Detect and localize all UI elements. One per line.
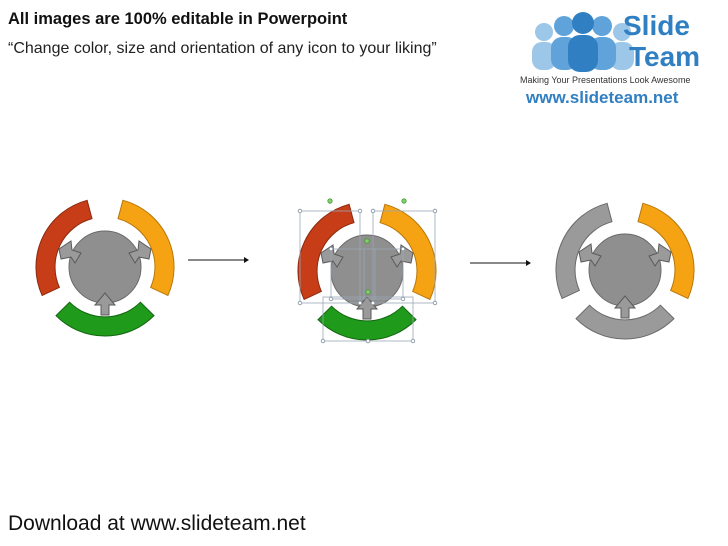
arrow-icon xyxy=(613,295,637,319)
arrow-icon xyxy=(390,244,414,268)
arrow-icon xyxy=(320,244,344,268)
cycle-center-hub xyxy=(588,233,662,307)
arrow-right-icon xyxy=(188,257,249,263)
download-footer[interactable]: Download at www.slideteam.net xyxy=(8,512,306,535)
cycle-segment-orange[interactable] xyxy=(637,202,695,300)
logo-url[interactable]: www.slideteam.net xyxy=(526,88,679,107)
arrow-icon xyxy=(355,296,379,320)
cycle-segment-orange[interactable] xyxy=(117,199,175,297)
arrow-icon xyxy=(578,243,602,267)
cycle-segment-gray-bottom[interactable] xyxy=(575,304,675,340)
headline: All images are 100% editable in Powerpoi… xyxy=(8,10,348,28)
logo-brand-team: Team xyxy=(629,41,701,72)
cycle-center-hub xyxy=(68,230,142,304)
selection-handle-points[interactable] xyxy=(297,208,438,344)
cycle-segment-green[interactable] xyxy=(317,305,417,341)
arrow-icon xyxy=(58,240,82,264)
cycle-segment-red[interactable] xyxy=(297,203,355,301)
arrow-right-icon xyxy=(470,260,531,266)
logo-brand-slide: Slide xyxy=(623,10,690,41)
cycle-center-hub xyxy=(330,234,404,308)
arrow-icon xyxy=(648,243,672,267)
cycle-segment-green[interactable] xyxy=(55,301,155,337)
cycle-diagram-recolored[interactable] xyxy=(550,195,700,345)
logo-tagline: Making Your Presentations Look Awesome xyxy=(520,75,691,85)
cycle-diagram-original[interactable] xyxy=(30,192,180,342)
subline: “Change color, size and orientation of a… xyxy=(8,40,437,57)
cycle-diagram-selected[interactable] xyxy=(292,196,442,346)
rotation-handles[interactable] xyxy=(327,198,407,295)
arrow-icon xyxy=(128,240,152,264)
slideteam-logo: Slide Team Making Your Presentations Loo… xyxy=(520,6,725,111)
cycle-segment-red[interactable] xyxy=(35,199,93,297)
cycle-segment-orange[interactable] xyxy=(379,203,437,301)
arrow-icon xyxy=(93,292,117,316)
people-icon xyxy=(532,12,634,72)
cycle-segment-gray[interactable] xyxy=(555,202,613,300)
